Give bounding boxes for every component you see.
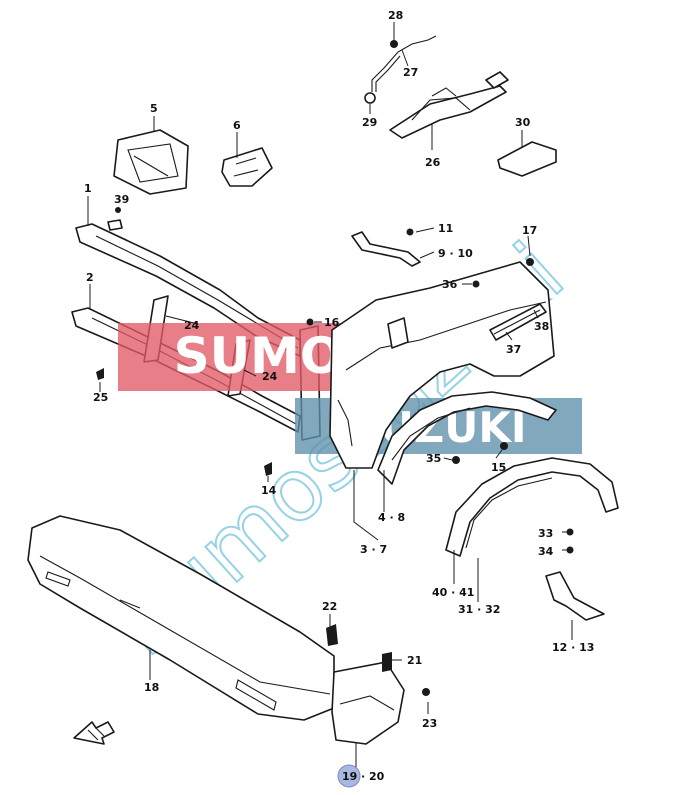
callout-15: 15 [491,461,506,474]
callout-5: 5 [150,102,158,115]
callout-19: 19 [342,770,357,783]
callout-17: 17 [522,224,537,237]
callout-22: 22 [322,600,337,613]
callout-35: 35 [426,452,441,465]
callout-38: 38 [534,320,549,333]
callout-33: 33 [538,527,553,540]
callout-26: 26 [425,156,441,169]
callout-29: 29 [362,116,377,129]
callout-28: 28 [388,9,403,22]
mounting-bracket [221,147,273,187]
callout-2: 2 [86,271,94,284]
callout-4-8: 4 · 8 [378,511,405,524]
fender-brace [351,231,421,267]
front-bumper [27,515,335,721]
callout-9-10: 9 · 10 [438,247,473,260]
callout-19-highlight [337,764,361,788]
callout-1: 1 [84,182,92,195]
callout-27: 27 [403,66,418,79]
callout-25: 25 [93,391,108,404]
wheel-arch-molding [445,457,619,557]
leader-lines [87,22,573,768]
callout-40-41: 40 · 41 [432,586,474,599]
headlamp-housing [113,129,189,195]
fender-liner [377,391,557,485]
front-fender [329,261,555,469]
callout-39: 39 [114,193,129,206]
callout-24a: 24 [184,319,200,332]
callout-30: 30 [515,116,531,129]
mud-flap [545,571,605,621]
callout-36: 36 [442,278,458,291]
callout-24b: 24 [262,370,278,383]
callout-37: 37 [506,343,521,356]
callout-34: 34 [538,545,554,558]
callout-18: 18 [144,681,159,694]
side-bracket-plate [497,141,557,177]
clip [107,219,123,231]
callout-31-32: 31 · 32 [458,603,500,616]
jack-body [389,71,509,139]
side-marker-lamp [489,303,547,341]
callout-12-13: 12 · 13 [552,641,594,654]
callout-23: 23 [422,717,437,730]
bumper-end-cap [331,661,405,745]
callout-20: · 20 [361,770,385,783]
callout-3-7: 3 · 7 [360,543,387,556]
jack-bolt [390,40,398,48]
arrow-front-icon [73,721,115,745]
watermark-red-text: SUMO [174,327,343,385]
jack-handle [364,35,437,104]
callout-14: 14 [261,484,277,497]
callout-16: 16 [324,316,340,329]
callouts: 28 27 29 26 30 5 6 1 39 2 24 24 16 25 11… [84,9,594,783]
callout-6: 6 [233,119,241,132]
fasteners [96,207,574,696]
callout-11: 11 [438,222,453,235]
callout-21: 21 [407,654,422,667]
